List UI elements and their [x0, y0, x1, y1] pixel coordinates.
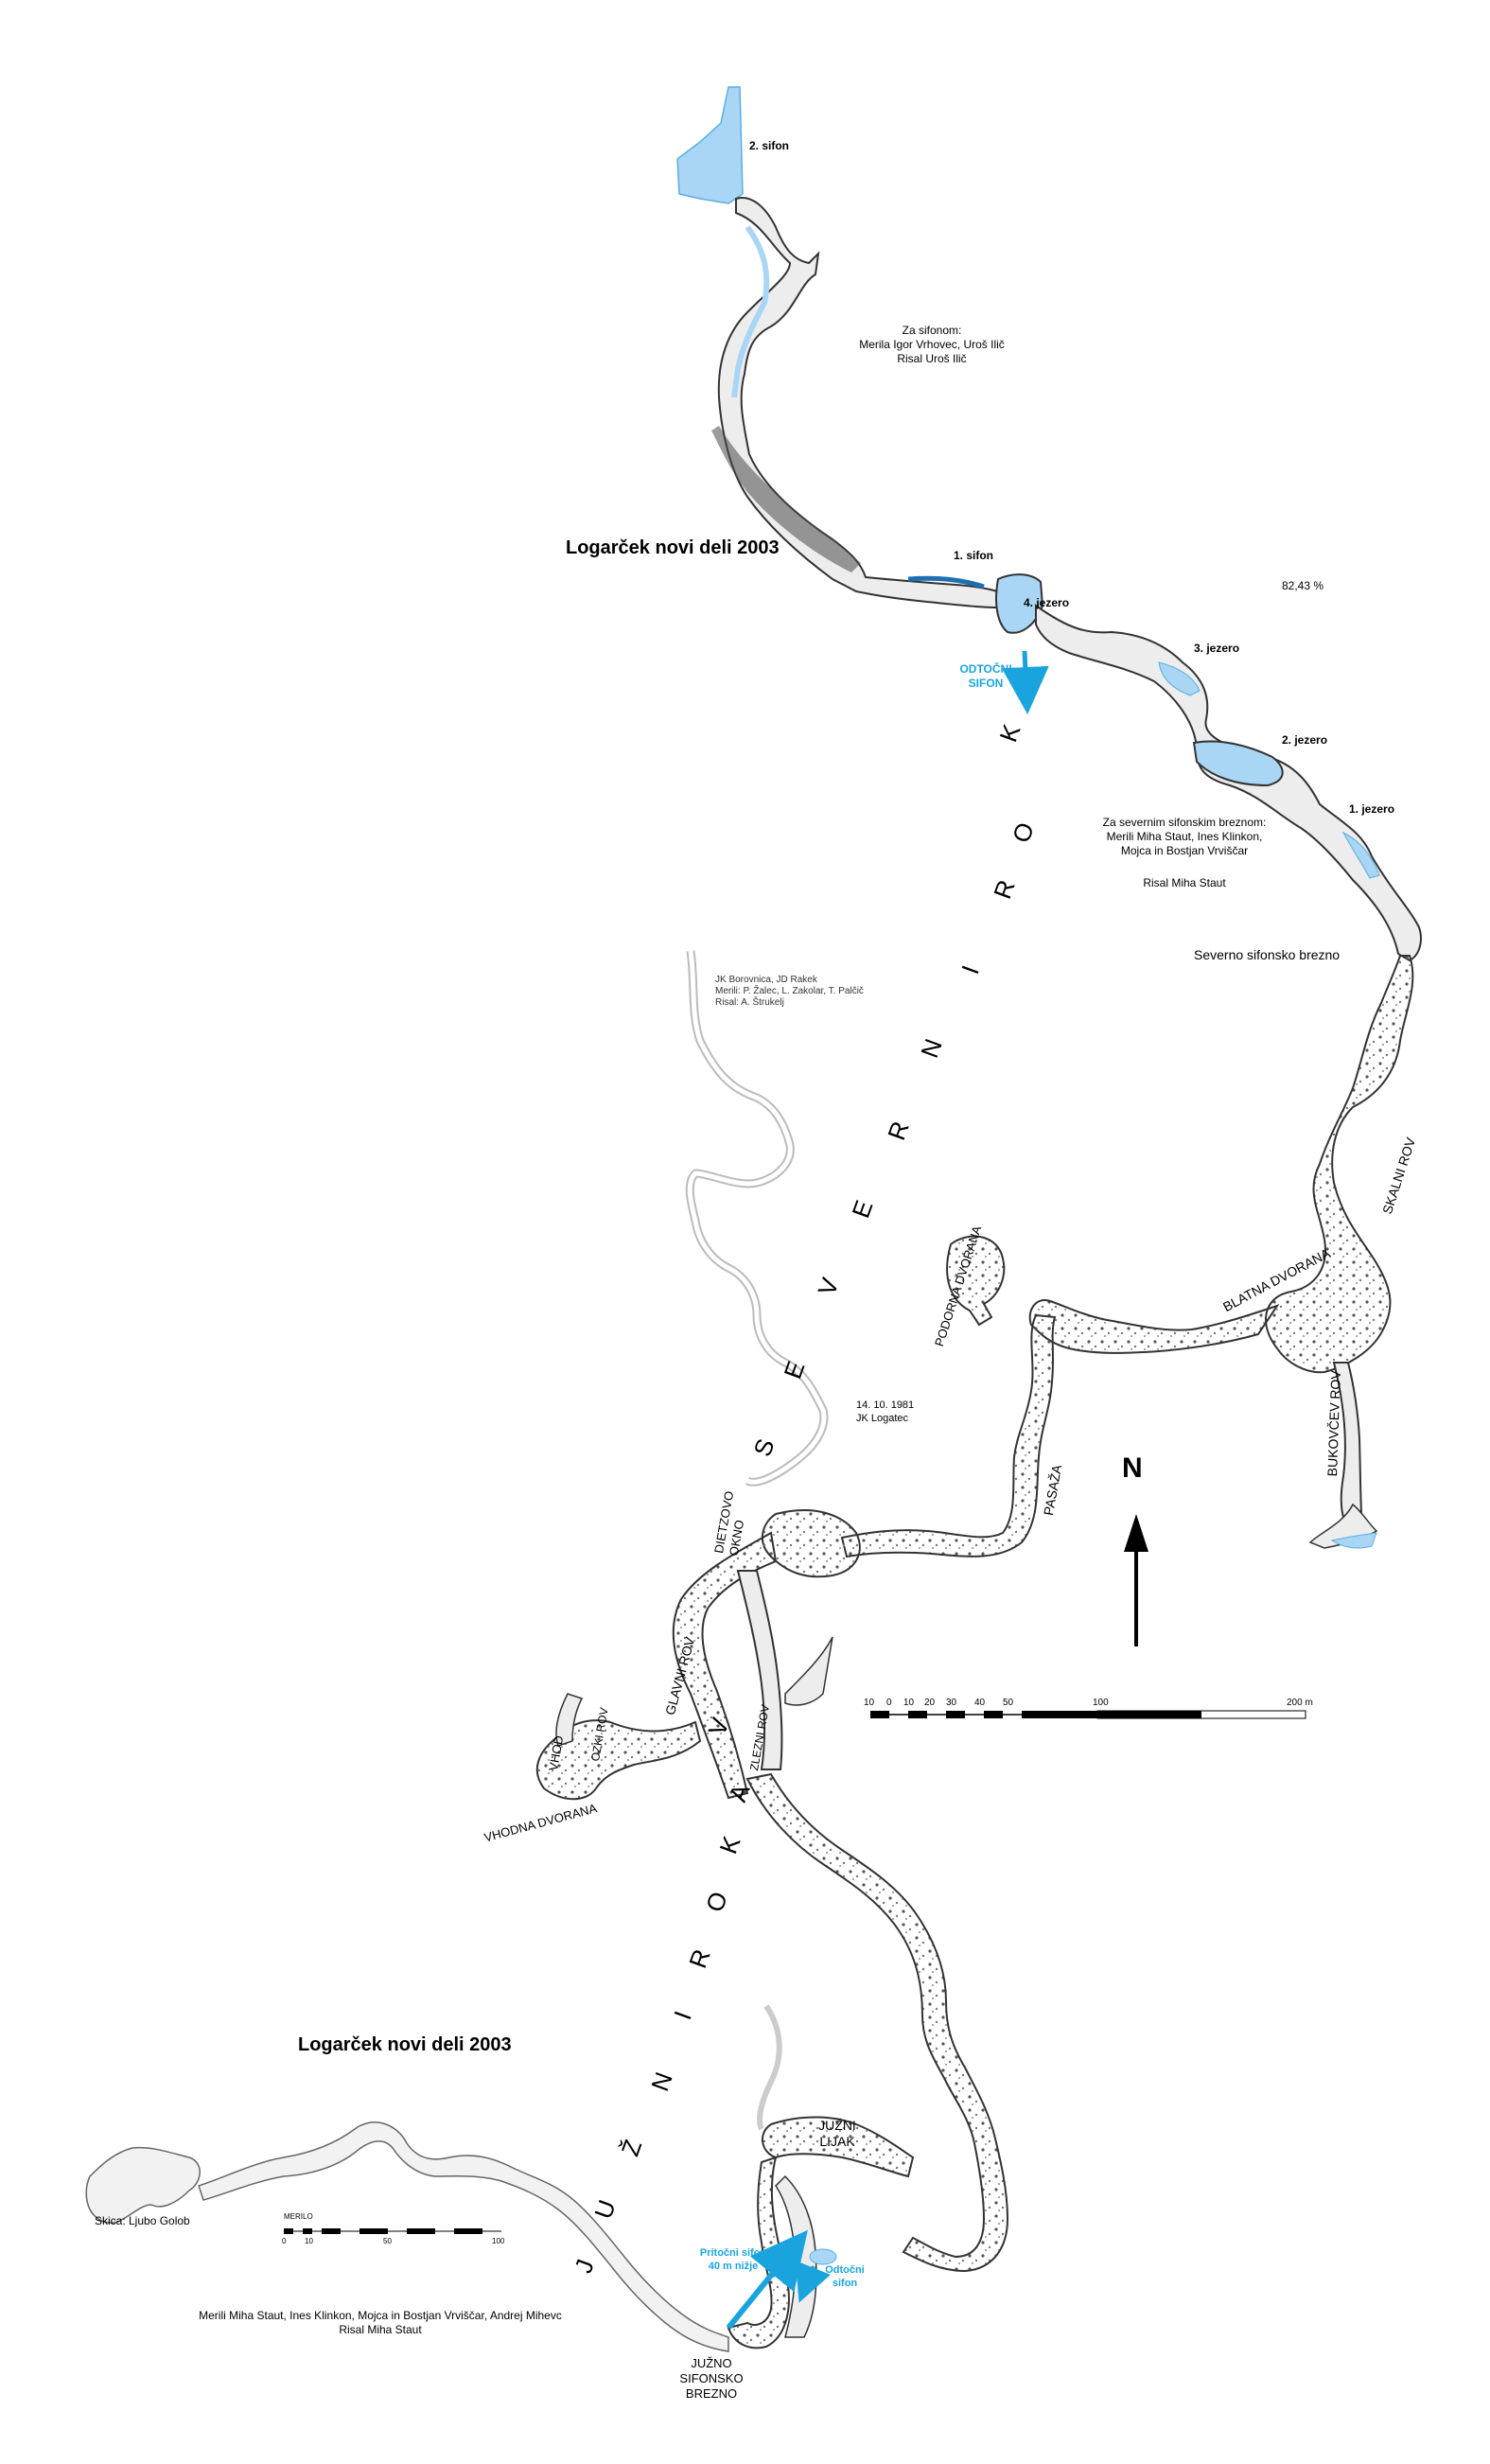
north-label: N	[1122, 1452, 1143, 1484]
label-merili-bottom: Merili Miha Staut, Ines Klinkon, Mojca i…	[199, 2309, 562, 2336]
skalni-rov-passage	[1265, 955, 1414, 1374]
label-za-severnim: Za severnim sifonskim breznom: Merili Mi…	[1102, 816, 1267, 857]
scale-bottom-tick: 50	[383, 2237, 392, 2245]
label-jezero-4: 4. jezero	[1024, 596, 1070, 609]
lake-chain-passage	[1035, 604, 1422, 962]
label-merilo: MERILO	[284, 2212, 313, 2221]
scale-tick: 10	[864, 1698, 875, 1708]
label-juzni-lijak: JUŽNI LIJAK	[818, 2118, 856, 2149]
odtocni-sifon-arrow	[1001, 650, 1049, 714]
scale-tick: 30	[946, 1698, 957, 1708]
label-jezero-1: 1. jezero	[1349, 802, 1395, 816]
scale-tick: 10	[903, 1698, 915, 1708]
label-jezero-3: 3. jezero	[1194, 642, 1240, 655]
scale-tick: 50	[1003, 1698, 1014, 1708]
ozki-rov-branch	[784, 1636, 833, 1706]
old-survey-passage	[685, 950, 829, 1487]
label-sifon-1: 1. sifon	[954, 549, 994, 562]
bottom-sketch-connector	[198, 2121, 729, 2352]
sifon-1-channel	[907, 575, 985, 590]
scale-bar-bottom	[284, 2228, 501, 2234]
label-juzni-sifonsko-brezno: JUŽNO SIFONSKO BREZNO	[679, 2356, 744, 2401]
bottom-sketch-passage	[85, 2146, 201, 2224]
zlezni-rov	[736, 1570, 783, 1770]
glavni-rov	[672, 1531, 778, 1800]
label-risal-staut: Risal Miha Staut	[1143, 876, 1226, 889]
old-survey-passage-inner	[687, 950, 827, 1485]
junction-chamber	[762, 1509, 861, 1578]
odtocni-sifon-bottom-arrow	[795, 2261, 831, 2303]
scale-tick: 20	[924, 1698, 936, 1708]
label-pritocni-sifon: Pritočni sifon 40 m nižje	[699, 2247, 767, 2272]
label-percent: 82,43 %	[1282, 579, 1324, 592]
vhodna-dvorana	[535, 1719, 702, 1801]
label-odtocni-sifon-top: ODTOČNI SIFON	[959, 662, 1012, 690]
vhod-entrance	[555, 1693, 584, 1747]
sifon-2-water	[676, 86, 744, 204]
dark-rock-band	[711, 426, 861, 572]
pasaza-passage	[840, 1313, 1057, 1558]
scale-bar-top	[870, 1710, 1306, 1719]
bukovcev-water	[1330, 1532, 1377, 1549]
old-survey-lower-faded	[757, 2004, 782, 2131]
pritocni-sifon-arrow	[726, 2229, 808, 2330]
upper-passage-water-streak	[731, 225, 770, 398]
label-za-sifonom: Za sifonom: Merila Igor Vrhovec, Uroš Il…	[859, 324, 1005, 365]
scale-tick: 40	[974, 1698, 986, 1708]
scale-bottom-tick: 100	[492, 2237, 505, 2245]
label-jk-borovnica: JK Borovnica, JD Rakek Merili: P. Žalec,…	[715, 975, 864, 1008]
pritocni-sifon-water	[809, 2248, 837, 2265]
label-date-jk: 14. 10. 1981 JK Logatec	[856, 1399, 915, 1424]
jezero-1-water	[1341, 831, 1380, 879]
jezero-3-water	[1158, 661, 1201, 696]
scale-tick: 0	[886, 1698, 892, 1708]
jezero-4-water	[995, 573, 1044, 634]
upper-passage	[717, 197, 1025, 609]
title-top: Logarček novi deli 2003	[566, 537, 780, 558]
scale-bottom-tick: 0	[282, 2237, 287, 2245]
title-bottom: Logarček novi deli 2003	[298, 2034, 512, 2055]
label-skica: Skica: Ljubo Golob	[95, 2214, 190, 2227]
jezero-2-water	[1192, 740, 1284, 787]
scale-tick: 100	[1093, 1698, 1109, 1708]
juzni-rokav-passage	[745, 1772, 1009, 2273]
label-severno-brezno: Severno sifonsko brezno	[1194, 947, 1341, 962]
blatna-connection-passage	[1028, 1299, 1280, 1354]
podorna-dvorana	[946, 1235, 1006, 1327]
north-arrow-head	[1124, 1514, 1148, 1552]
label-odtocni-sifon-bottom: Odtočni sifon	[825, 2264, 865, 2289]
scale-bottom-tick: 10	[305, 2237, 313, 2245]
label-sifon-2: 2. sifon	[749, 139, 790, 152]
label-jezero-2: 2. jezero	[1282, 733, 1328, 747]
scale-tick: 200 m	[1287, 1698, 1313, 1708]
